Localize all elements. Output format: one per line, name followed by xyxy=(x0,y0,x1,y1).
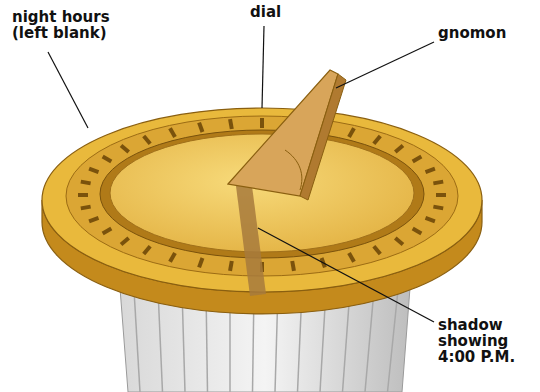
callout-label: dial xyxy=(250,5,300,21)
hour-mark xyxy=(168,252,176,263)
hour-mark xyxy=(88,167,99,174)
leader-line xyxy=(262,26,264,108)
hour-mark xyxy=(372,135,381,145)
hour-mark xyxy=(347,127,355,138)
flute xyxy=(134,290,140,392)
hour-mark xyxy=(372,245,381,255)
flute xyxy=(158,290,163,392)
hour-marks xyxy=(78,118,446,272)
hour-mark xyxy=(78,193,88,197)
hour-mark xyxy=(260,118,264,128)
hour-mark xyxy=(197,122,204,133)
hour-mark xyxy=(88,216,99,223)
hour-mark xyxy=(168,127,176,138)
leader-line xyxy=(336,42,434,88)
hour-mark xyxy=(347,252,355,263)
hour-mark xyxy=(228,119,234,130)
hour-mark xyxy=(290,261,296,272)
hour-mark xyxy=(142,245,151,255)
hour-mark xyxy=(228,261,234,272)
hour-mark xyxy=(102,155,113,163)
callout-label: gnomon xyxy=(438,26,528,42)
hour-mark xyxy=(436,193,446,197)
hour-mark xyxy=(412,227,423,235)
gnomon-edge xyxy=(300,74,346,200)
hour-mark xyxy=(425,216,436,223)
hour-mark xyxy=(80,180,91,186)
hour-mark xyxy=(102,227,113,235)
flute xyxy=(388,290,399,392)
hour-mark xyxy=(197,257,204,268)
hour-mark xyxy=(120,237,130,246)
hour-mark xyxy=(120,144,130,153)
numeral-ring xyxy=(66,116,458,276)
hour-mark xyxy=(433,180,444,186)
hour-mark xyxy=(433,205,444,211)
gnomon-shadow xyxy=(236,186,266,296)
callout-label: night hours (left blank) xyxy=(12,10,124,42)
hour-mark xyxy=(394,144,404,153)
hour-mark xyxy=(425,167,436,174)
gnomon-curve xyxy=(285,150,302,190)
hour-mark xyxy=(80,205,91,211)
hour-mark xyxy=(142,135,151,145)
leader-line xyxy=(48,52,88,128)
hour-mark xyxy=(412,155,423,163)
callout-label: shadow showing 4:00 P.M. xyxy=(438,318,530,365)
leader-lines xyxy=(48,26,434,322)
hour-mark xyxy=(394,237,404,246)
flute xyxy=(365,290,374,392)
leader-line xyxy=(258,228,434,322)
